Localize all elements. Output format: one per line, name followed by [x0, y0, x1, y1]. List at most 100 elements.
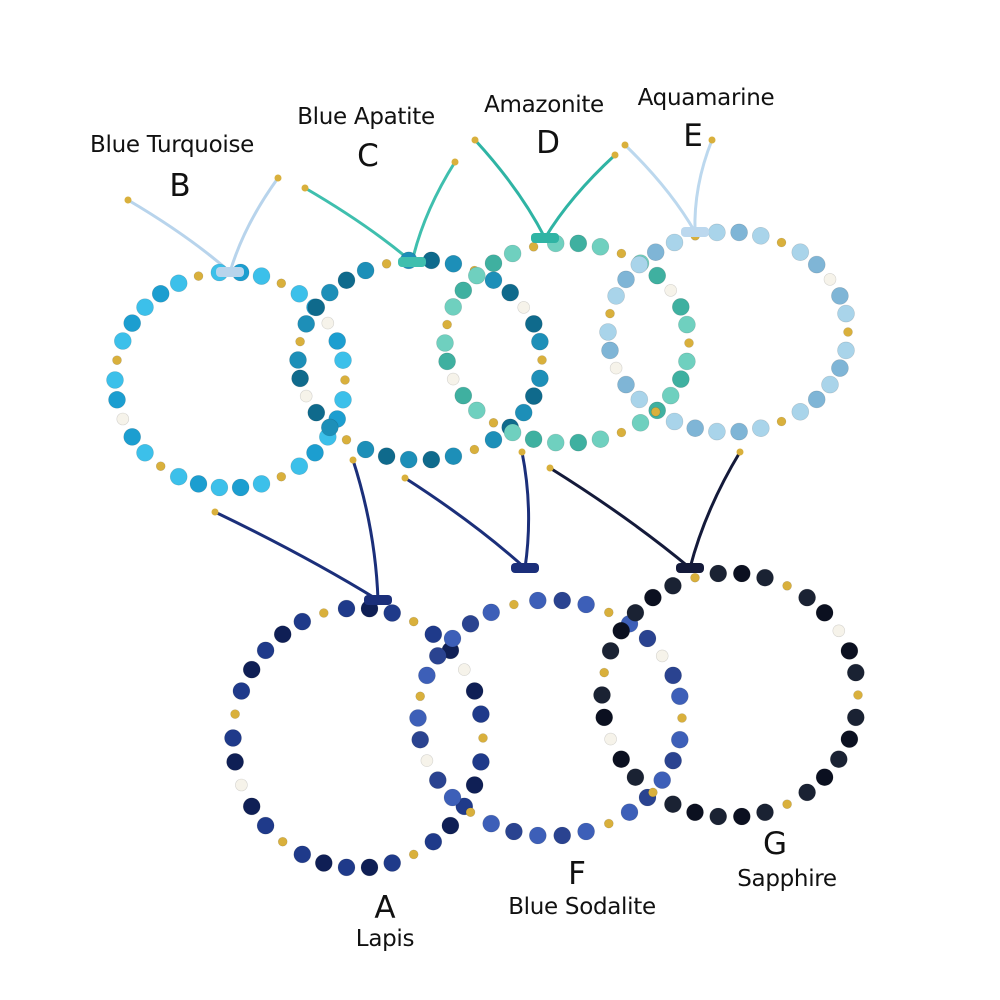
stone-bead [454, 281, 473, 300]
stone-bead [730, 422, 748, 441]
stone-bead [242, 660, 261, 679]
gold-bead [112, 355, 122, 366]
gold-bead [193, 271, 204, 281]
stone-bead [293, 612, 312, 631]
stone-bead [226, 753, 244, 771]
stone-bead [664, 795, 682, 814]
bracelet-c-name: Blue Apatite [297, 104, 435, 130]
gold-bead [465, 807, 476, 818]
stone-bead [428, 647, 447, 665]
stone-bead [438, 352, 456, 371]
stone-bead [815, 603, 834, 622]
stone-bead [546, 433, 565, 452]
stone-bead [601, 642, 620, 660]
cord-end-bead [621, 141, 629, 149]
gold-bead [599, 667, 610, 678]
gold-bead [408, 849, 419, 860]
bracelet-e-name: Aquamarine [637, 85, 775, 111]
stone-bead [289, 351, 307, 369]
cord-end-bead [471, 136, 479, 144]
stone-bead [290, 457, 309, 476]
cord-end-bead [124, 196, 132, 204]
cord [351, 459, 380, 601]
stone-bead [831, 359, 849, 377]
stone-bead [256, 816, 275, 835]
gold-bead [442, 319, 452, 330]
stone-bead [291, 369, 309, 388]
stone-bead [798, 588, 816, 607]
gold-bead [782, 580, 792, 591]
stone-bead [815, 768, 834, 787]
stone-bead [671, 370, 690, 388]
stone-bead [644, 588, 662, 607]
stone-bead [612, 621, 631, 640]
stone-bead [297, 315, 316, 333]
stone-bead [553, 826, 572, 845]
stone-bead [665, 233, 684, 252]
stone-bead [591, 430, 610, 449]
cord-end-bead [611, 151, 619, 159]
stone-bead [807, 390, 826, 409]
sliding-knot [681, 227, 709, 237]
stone-bead [334, 390, 352, 409]
cord [410, 161, 457, 263]
cord [693, 139, 714, 233]
bracelet-b-name: Blue Turquoise [90, 132, 254, 158]
stone-bead [569, 234, 588, 253]
cord-end-bead [401, 474, 409, 482]
gold-bead [650, 406, 661, 417]
stone-bead [444, 254, 463, 273]
stone-bead [428, 771, 447, 789]
gold-bead [776, 237, 787, 248]
pearl-bead [832, 624, 846, 638]
stone-bead [612, 750, 631, 769]
stone-bead [730, 223, 748, 242]
stone-bead [123, 314, 141, 332]
stone-bead [708, 422, 726, 441]
gold-bead [295, 336, 305, 347]
stone-bead [151, 284, 170, 303]
stone-bead [106, 371, 124, 389]
stone-bead [595, 708, 614, 727]
stone-bead [484, 430, 503, 449]
gold-bead [276, 278, 287, 289]
sliding-knot [531, 233, 559, 243]
stone-bead [383, 604, 402, 622]
stone-bead [756, 803, 774, 822]
stone-bead [444, 447, 463, 466]
gold-bead [616, 248, 627, 259]
stone-bead [653, 771, 672, 789]
stone-bead [436, 334, 454, 352]
stone-bead [443, 629, 462, 648]
stone-bead [837, 341, 855, 360]
gold-bead [318, 608, 329, 618]
bracelet-f-letter: F [568, 856, 586, 892]
stone-bead [630, 255, 649, 274]
stone-bead [670, 687, 689, 706]
gold-bead [605, 308, 615, 319]
cord [688, 451, 742, 569]
pearl-bead [457, 663, 471, 676]
stone-bead [791, 402, 810, 421]
gold-bead [776, 416, 787, 427]
stone-bead [569, 433, 588, 452]
stone-bead [709, 564, 728, 583]
stone-bead [337, 858, 356, 877]
pearl-bead [517, 301, 531, 314]
stone-bead [337, 599, 356, 618]
stone-bead [631, 413, 650, 432]
stone-bead [620, 803, 639, 822]
stone-bead [670, 730, 689, 749]
stone-bead [443, 788, 462, 807]
stone-bead [840, 642, 859, 660]
stone-bead [528, 826, 547, 845]
bracelet-b-letter: B [169, 168, 191, 204]
stone-bead [846, 663, 865, 682]
stone-bead [482, 814, 501, 833]
stone-bead [577, 822, 595, 841]
stone-bead [732, 807, 751, 826]
gold-bead [408, 616, 419, 627]
stone-bead [418, 666, 436, 685]
stone-bead [444, 298, 463, 316]
gold-bead [415, 691, 426, 702]
